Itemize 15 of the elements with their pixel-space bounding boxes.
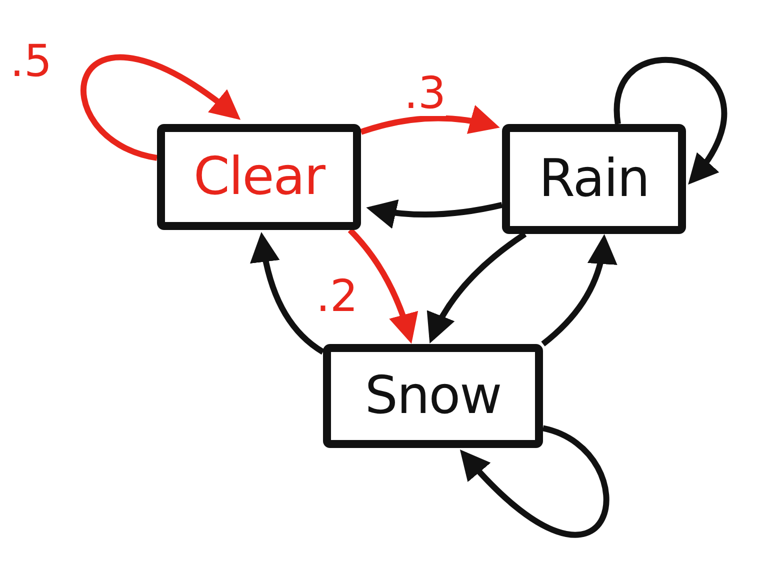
state-box [323,344,543,448]
arrow [428,232,527,344]
arrow [360,106,500,135]
arrow [80,55,241,161]
arrow [250,232,325,355]
state-name: Snow [364,366,502,426]
state-box [157,124,361,230]
state-box [502,124,686,234]
state-name: Rain [538,149,650,209]
state-name: Clear [194,147,324,207]
arrow [614,57,726,185]
arrow [460,425,610,538]
arrow [366,198,503,228]
arrow [348,228,418,344]
arrow [541,234,616,346]
